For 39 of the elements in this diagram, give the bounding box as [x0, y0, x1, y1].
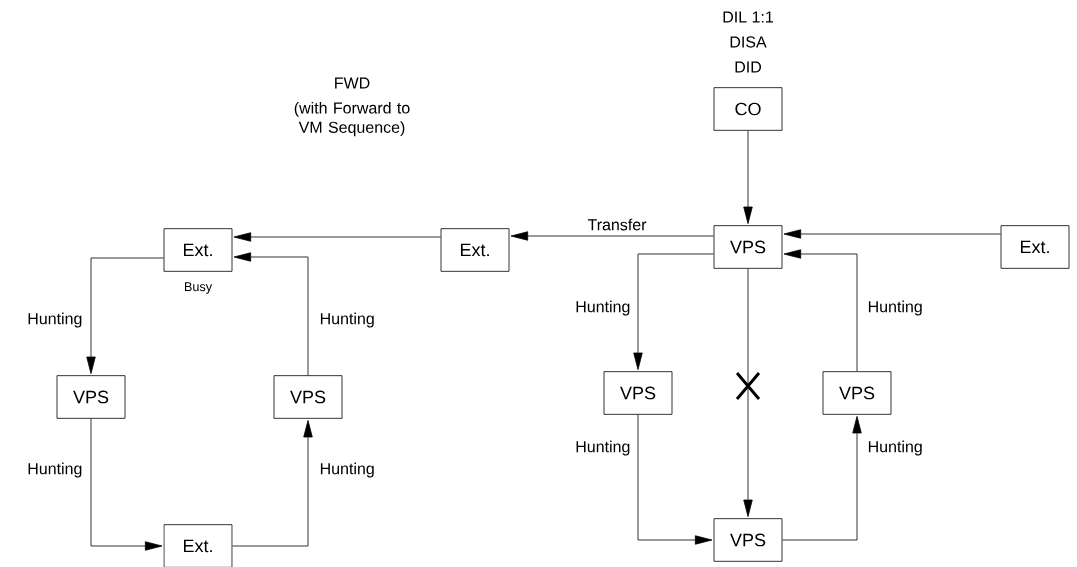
- arrow: [743, 130, 753, 224]
- process-box: VPS: [273, 375, 343, 419]
- node-caption: DISA: [730, 36, 767, 48]
- process-box: Ext.: [163, 228, 233, 272]
- node-caption: Busy: [185, 282, 213, 294]
- process-box: VPS: [56, 375, 126, 419]
- edge-label: Transfer: [586, 217, 648, 232]
- arrow: [637, 414, 713, 545]
- arrow: [232, 420, 313, 547]
- note-text: FWD: [335, 77, 370, 89]
- edge-label: Hunting: [318, 461, 377, 479]
- process-box: VPS: [713, 225, 783, 269]
- process-box: VPS: [603, 371, 673, 415]
- arrow: [510, 231, 714, 241]
- arrow: [90, 418, 163, 551]
- note-text: (with Forward to VM Sequence): [294, 101, 410, 137]
- process-box: Ext.: [1000, 225, 1070, 269]
- node-caption: DID: [735, 61, 761, 73]
- arrow: [783, 249, 858, 372]
- edge-label: Hunting: [573, 439, 632, 457]
- edge-label: Hunting: [866, 299, 925, 317]
- node-caption: DIL 1:1: [723, 11, 773, 23]
- process-box: VPS: [822, 371, 892, 415]
- process-box: Ext.: [163, 524, 233, 567]
- edge-label: Hunting: [866, 439, 925, 457]
- edge-label: Hunting: [25, 311, 84, 329]
- edge-label: Hunting: [318, 311, 377, 329]
- edge-label: Hunting: [25, 461, 84, 479]
- edge-label: Hunting: [573, 299, 632, 317]
- arrow: [783, 229, 1001, 239]
- arrow: [743, 268, 753, 517]
- arrow: [782, 416, 862, 541]
- process-box: CO: [713, 87, 783, 131]
- arrow: [633, 253, 714, 370]
- arrow: [233, 232, 441, 242]
- process-box: VPS: [713, 518, 783, 562]
- arrow: [233, 252, 309, 376]
- process-box: Ext.: [440, 228, 510, 272]
- arrow: [86, 257, 164, 374]
